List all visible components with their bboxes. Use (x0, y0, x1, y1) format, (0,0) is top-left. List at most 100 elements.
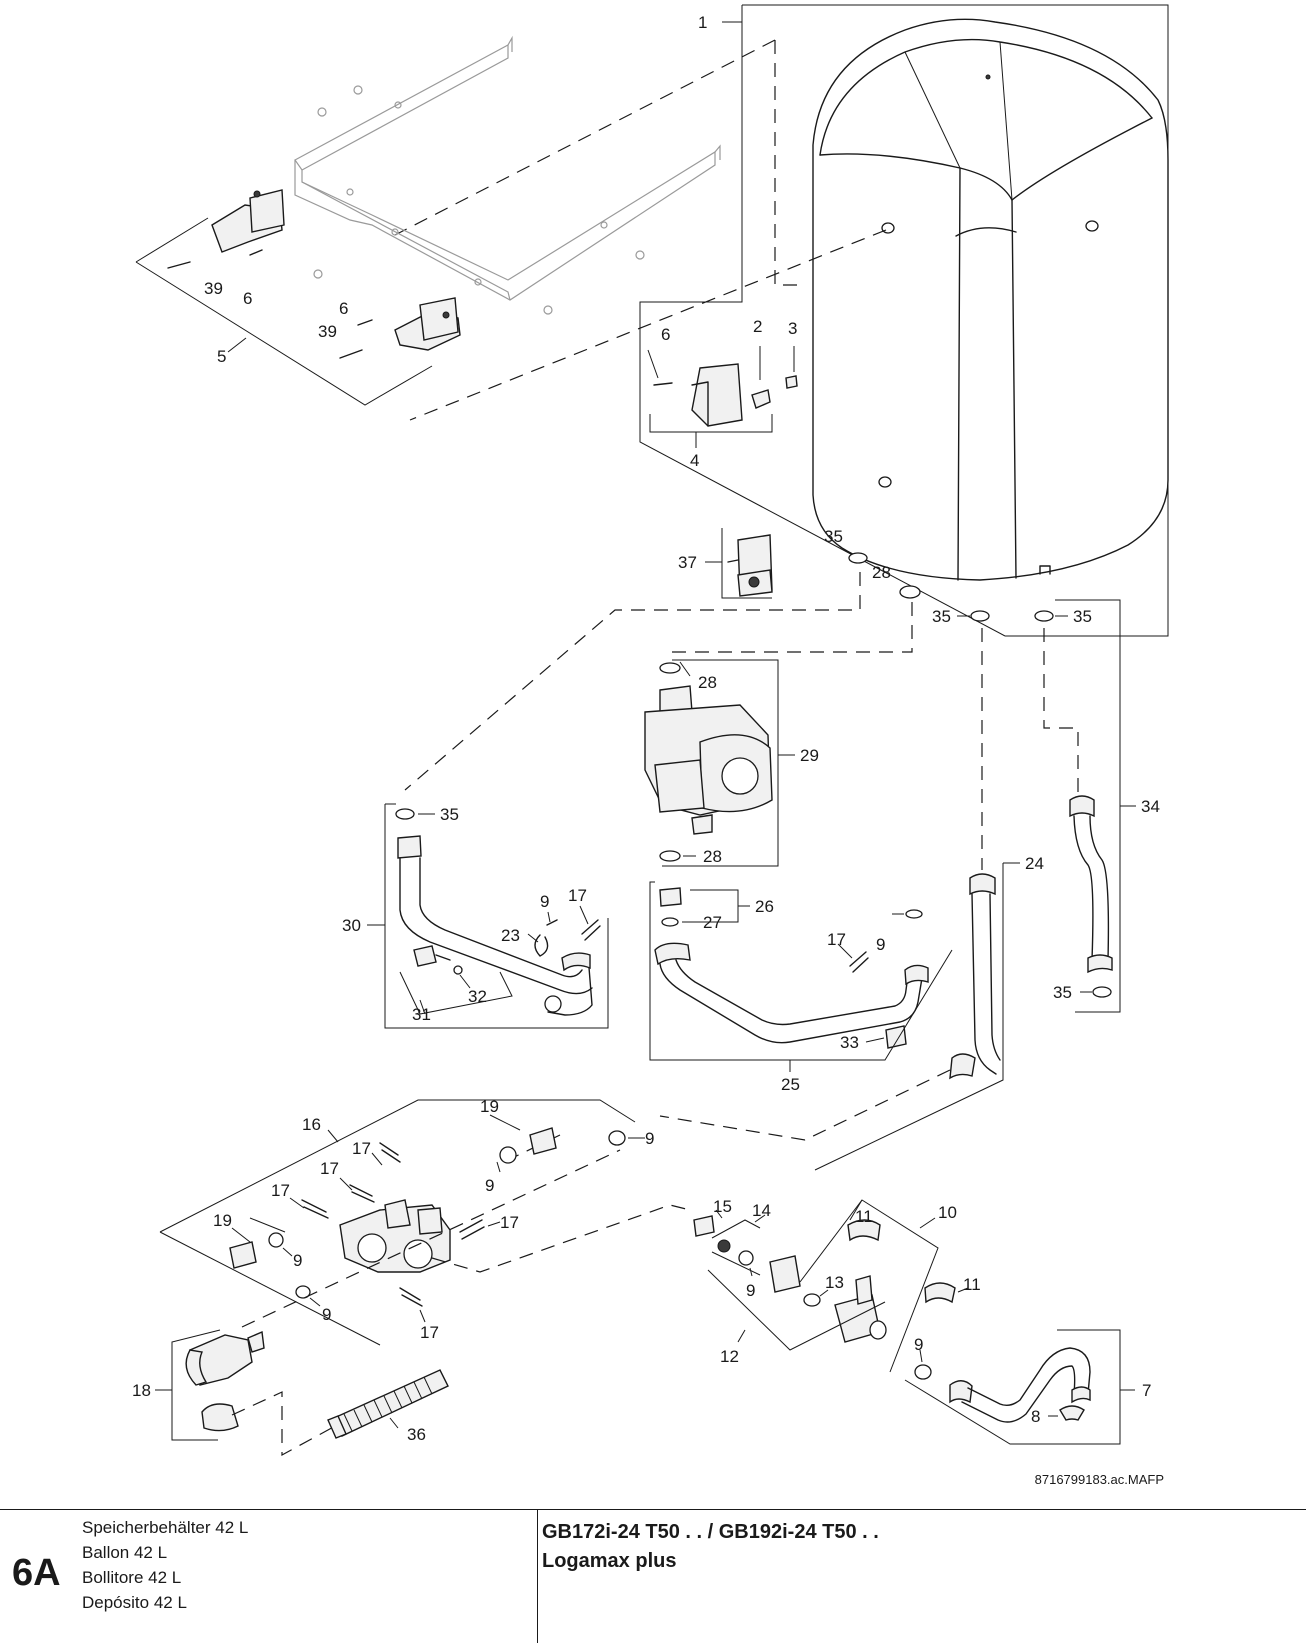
clip-17-left (301, 1199, 329, 1219)
flow-sensor-10 (834, 1275, 887, 1343)
callout-17g: 17 (420, 1323, 439, 1342)
leader-13 (819, 1289, 829, 1297)
drawing-reference-number: 8716799183.ac.MAFP (1034, 1472, 1164, 1487)
group-31-bracket (399, 971, 513, 1015)
title-block: 6A Speicherbehälter 42 L Ballon 42 L Bol… (0, 1509, 1306, 1643)
bracket-right (394, 297, 461, 351)
clip-17-pipe30 (581, 919, 601, 941)
group-10-bracket (799, 1199, 939, 1373)
leader-15 (715, 1209, 723, 1219)
callout-9d: 9 (645, 1129, 654, 1148)
leader-36 (389, 1417, 399, 1429)
callout-12: 12 (720, 1347, 739, 1366)
callout-9e: 9 (293, 1251, 302, 1270)
leader-17-right (487, 1221, 501, 1227)
distribution-block-16 (339, 1199, 451, 1273)
seal-9-right (608, 1130, 626, 1146)
group-4-bracket (649, 414, 773, 433)
leader-6-control (647, 349, 659, 379)
leader-9-top (496, 1161, 501, 1173)
leader-1 (742, 4, 1169, 637)
leader-14 (754, 1214, 766, 1223)
callout-19b: 19 (213, 1211, 232, 1230)
callout-28a: 28 (872, 563, 891, 582)
safety-valve-18 (185, 1330, 265, 1432)
screw-39-left (167, 261, 191, 269)
leader-17-top (371, 1152, 383, 1166)
leader-17-left (289, 1197, 305, 1209)
callout-26: 26 (755, 897, 774, 916)
callout-9c: 9 (485, 1176, 494, 1195)
seal-8 (1059, 1405, 1085, 1421)
leader-12 (737, 1329, 746, 1343)
description-german: Speicherbehälter 42 L (82, 1518, 249, 1537)
seal-9-pipe25 (905, 909, 923, 919)
callout-32: 32 (468, 987, 487, 1006)
leader-33 (865, 1037, 885, 1043)
dashed-connector-distribution (659, 1069, 951, 1141)
seal-9-12 (738, 1250, 754, 1266)
callout-9f: 9 (322, 1305, 331, 1324)
sensor-31 (413, 945, 463, 975)
leader-17-pipe30 (579, 905, 589, 925)
clip-17-mid (349, 1184, 375, 1203)
clip-17-bottom (399, 1287, 423, 1307)
valve-19-left (229, 1232, 284, 1269)
group-19-left-top (249, 1217, 286, 1233)
screw-6-left (249, 249, 263, 256)
callout-28b: 28 (698, 673, 717, 692)
callout-6a: 6 (243, 289, 252, 308)
leader-9-left-lower (309, 1297, 321, 1307)
callout-17d: 17 (320, 1159, 339, 1178)
seal-35-b (970, 610, 990, 622)
corrugated-hose-36 (327, 1369, 449, 1439)
callout-17f: 17 (500, 1213, 519, 1232)
description-italian: Bollitore 42 L (82, 1568, 182, 1587)
callout-1: 1 (698, 13, 707, 32)
group-14-bottom (711, 1251, 761, 1276)
callout-29: 29 (800, 746, 819, 765)
group-5-bottom (135, 261, 433, 406)
insert-14 (717, 1239, 731, 1253)
seal-9-left-lower (295, 1285, 311, 1299)
pipe-34 (1069, 795, 1113, 998)
title-block-divider (537, 1510, 538, 1643)
callout-15: 15 (713, 1197, 732, 1216)
sensor-3 (785, 375, 798, 389)
dashed-connector-18 (241, 1149, 621, 1328)
callout-9h: 9 (914, 1335, 923, 1354)
callout-9a: 9 (540, 892, 549, 911)
callout-31: 31 (412, 1005, 431, 1024)
leader-9-left (282, 1247, 293, 1257)
callout-10: 10 (938, 1203, 957, 1222)
pin-9-pipe30 (546, 919, 558, 926)
leader-10 (919, 1217, 936, 1229)
dashed-connector-frame-top (394, 39, 776, 236)
callout-17e: 17 (271, 1181, 290, 1200)
seal-35-a (848, 552, 868, 564)
seal-9-7 (914, 1364, 932, 1380)
group-25-bracket (649, 881, 953, 1061)
filter-15 (693, 1215, 715, 1237)
clip-23 (534, 934, 549, 957)
callout-17c: 17 (352, 1139, 371, 1158)
pipe-7 (949, 1347, 1091, 1423)
sensor-33 (885, 1025, 907, 1049)
callout-27: 27 (703, 913, 722, 932)
callout-16: 16 (302, 1115, 321, 1134)
callout-4: 4 (690, 451, 699, 470)
leader-23 (527, 933, 539, 943)
group-24-bracket (814, 863, 1004, 1171)
callout-36: 36 (407, 1425, 426, 1444)
callout-19a: 19 (480, 1097, 499, 1116)
callout-39b: 39 (318, 322, 337, 341)
group-16-top (159, 1099, 636, 1233)
callout-34: 34 (1141, 797, 1160, 816)
flow-pipe-25 (654, 887, 929, 1044)
callout-6c: 6 (661, 325, 670, 344)
callout-25: 25 (781, 1075, 800, 1094)
callout-6b: 6 (339, 299, 348, 318)
callout-9b: 9 (876, 935, 885, 954)
dashed-connector-frame-bottom (409, 229, 887, 421)
leader-31 (419, 999, 426, 1015)
